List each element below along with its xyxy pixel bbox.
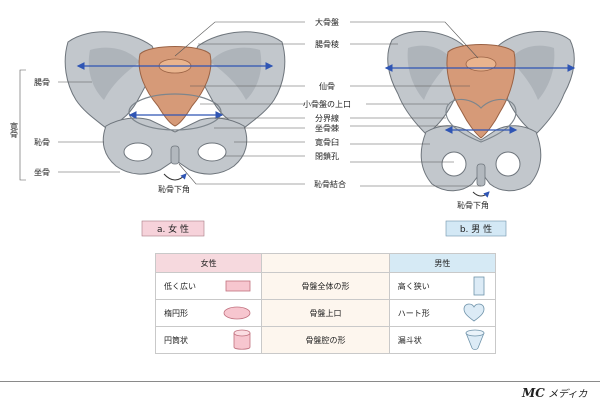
male-right-ilium-shade [510,45,555,100]
feature-cell: 骨盤全体の形 [261,272,390,300]
heart-icon [463,303,485,322]
label-subpubic-angle-female: 恥骨下角 [158,184,190,194]
male-left-obturator [441,151,467,177]
header-male: 男性 [388,253,497,273]
publisher-logo: MC メディカ [522,385,587,400]
label-sacrum: 仙骨 [319,81,335,91]
male-subpubic-angle-arc [472,191,490,198]
label-linea-terminalis: 分界線 [315,113,339,123]
funnel-icon [465,329,485,350]
male-section-tag [445,220,507,237]
female-value: 楕円形 [164,308,188,318]
header-feature [261,253,390,273]
male-value: 漏斗状 [397,335,422,345]
logo-mark: MC [522,386,545,400]
center-labels [19,21,481,187]
male-right-obturator [495,151,521,177]
male-section-label: b. 男 性 [460,223,492,235]
pelvis-illustration: 大骨盤 腸骨稜 仙骨 小骨盤の上口 分界線 坐骨棘 寛骨臼 閉鎖孔 恥骨結合 腸… [10,17,576,237]
label-ilium: 腸骨 [34,78,50,87]
female-value: 円筒状 [164,335,188,345]
cylinder-icon [233,329,251,350]
male-pelvis [384,30,576,198]
label-obturator-foramen: 閉鎖孔 [315,151,339,161]
female-right-obturator [197,142,227,162]
female-right-ilium-shade [210,47,262,100]
logo-text: メディカ [548,389,588,400]
male-pelvic-inlet [445,98,517,143]
female-cell: 円筒状 [154,326,263,354]
header-female: 女性 [154,253,263,273]
label-iliac-crest: 腸骨稜 [315,40,339,49]
table-header-row: 女性 男性 [154,253,497,273]
label-large-pelvis: 大骨盤 [315,17,339,27]
table-row: 円筒状 骨盤腔の形 漏斗状 [154,326,497,354]
ellipse-icon [223,306,251,320]
label-acetabulum: 寛骨臼 [315,137,339,147]
male-cell: 高く狭い [388,272,497,300]
male-cell: 漏斗状 [388,326,497,354]
table-row: 楕円形 骨盤上口 ハート形 [154,299,497,327]
female-section-tag [141,220,205,237]
male-pubic-symphysis [476,163,486,187]
label-ischial-spine: 坐骨棘 [315,124,339,133]
table-row: 低く広い 骨盤全体の形 高く狭い [154,272,497,300]
label-pelvic-inlet: 小骨盤の上口 [303,99,351,109]
label-pubis: 恥骨 [34,138,50,147]
female-cell: 低く広い [154,272,263,300]
female-pelvis [64,31,286,181]
male-sacral-promontory [465,56,497,72]
female-subpubic-angle-arc [163,173,187,181]
footer-divider [0,381,600,382]
wide-rectangle-icon [225,280,251,292]
sex-comparison-table: 女性 男性 低く広い 骨盤全体の形 高く狭い 楕円形 骨盤上口 ハート形 円筒状 [154,253,497,354]
female-left-ilium-shade [88,47,140,100]
female-value: 低く広い [164,281,196,291]
male-value: ハート形 [397,308,430,318]
female-left-obturator [123,142,153,162]
female-cell: 楕円形 [154,299,263,327]
female-section-label: a. 女 性 [157,223,189,235]
label-ischium: 坐骨 [34,168,50,177]
feature-cell: 骨盤腔の形 [261,326,390,354]
label-pubic-symphysis: 恥骨結合 [314,179,346,189]
male-left-ilium-shade [407,45,452,100]
feature-cell: 骨盤上口 [261,299,390,327]
label-hip-bone: 寛骨 [10,121,19,138]
tall-rectangle-icon [473,276,485,296]
male-cell: ハート形 [388,299,497,327]
label-subpubic-angle-male: 恥骨下角 [457,200,489,210]
male-value: 高く狭い [397,281,430,291]
female-pubic-symphysis [170,145,180,165]
